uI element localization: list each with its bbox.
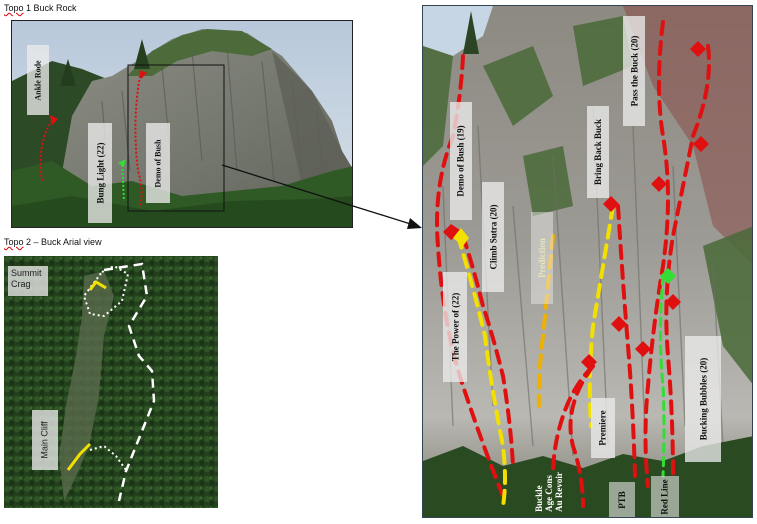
topo1-route-bung [121, 160, 125, 202]
topo1-tree-tall [134, 39, 150, 69]
topo3-photo: Demo of Bush (19) Climb Sutra (20) Predi… [422, 5, 753, 518]
marker-yellow [453, 228, 469, 246]
route-yellow-2 [587, 204, 615, 428]
topo1-tree [60, 59, 76, 86]
topo1-route-demo-arrow [139, 70, 147, 79]
topo2-aerial: Summit Crag Main Cliff [4, 256, 218, 508]
topo2-title-rest: 2 – Buck Arial view [23, 237, 102, 247]
topo3-label-premiere: Premiere [591, 398, 615, 458]
route-pass-the-buck [643, 20, 670, 488]
topo1-zoom-box [127, 64, 225, 212]
marker-red [693, 136, 709, 152]
topo1-title-rest: 1 Buck Rock [23, 3, 77, 13]
topo2-cliff-yellow [66, 442, 92, 471]
route-premiere [551, 364, 595, 478]
topo1-title: Topo 1 Buck Rock [4, 3, 77, 13]
topo3-red-face [623, 6, 752, 265]
topo1-route-ankle [39, 120, 53, 182]
route-green [659, 274, 666, 478]
topo3-label-faded: Prediction [531, 212, 553, 304]
topo2-summit-loop [82, 264, 130, 318]
marker-red [665, 294, 681, 310]
marker-red [690, 41, 706, 57]
topo3-label-red-line: Red Line [651, 476, 679, 517]
topo1-label-bung-light: Bung Light (22) [88, 123, 112, 223]
topo2-title: Topo 2 – Buck Arial view [4, 237, 102, 247]
route-red-line [664, 44, 711, 478]
topo1-label-demo: Demo of Bush [146, 123, 170, 203]
topo3-pine [463, 11, 479, 54]
topo2-scene [4, 256, 218, 508]
topo2-white-path [103, 262, 156, 502]
marker-red [443, 224, 463, 240]
marker-red [611, 316, 627, 332]
topo3-sky [423, 6, 493, 56]
topo1-photo: Ankle Rode Bung Light (22) Demo of Bush [11, 20, 353, 228]
topo2-label-summit-crag: Summit Crag [8, 266, 48, 296]
topo3-label-bucking-bubbles: Bucking Bubbles (20) [685, 336, 721, 462]
topo1-route-bung-arrow [118, 159, 126, 167]
topo3-label-pass-the-buck: Pass the Buck (20) [623, 16, 645, 126]
route-orange [536, 234, 555, 408]
topo1-route-demo [134, 75, 143, 207]
marker-red [635, 341, 651, 357]
topo2-title-word: Topo [4, 237, 24, 247]
topo2-summit-yellow [88, 280, 107, 291]
topo3-label-ptb: PTB [609, 482, 635, 517]
marker-green [660, 268, 676, 284]
topo3-label-climb-sutra: Climb Sutra (20) [482, 182, 504, 292]
connector-arrowhead [407, 218, 422, 229]
topo3-label-buckle-age: Buckle Age Cons Au Revoir [534, 472, 564, 512]
topo3-label-bring-back-buck: Bring Back Buck [587, 106, 609, 198]
topo1-scene [12, 21, 352, 227]
route-yellow [456, 234, 507, 508]
topo3-markers [443, 41, 709, 370]
topo2-ridge [59, 271, 114, 501]
route-demo-of-bush [461, 234, 515, 468]
topo3-label-demo-of-bush: Demo of Bush (19) [450, 102, 472, 220]
topo1-top-vegetation [127, 29, 272, 76]
topo1-title-word: Topo [4, 3, 24, 13]
topo3-label-the-power-of: The Power of (22) [443, 272, 467, 382]
topo1-route-ankle-arrow [50, 115, 58, 125]
marker-red [603, 196, 619, 212]
marker-red [651, 176, 667, 192]
topo1-label-ankle: Ankle Rode [27, 45, 49, 115]
route-bring-back-buck [616, 204, 637, 478]
route-buckle [568, 364, 595, 508]
topo2-label-main-cliff: Main Cliff [32, 410, 58, 470]
topo3-vegetation [423, 16, 752, 384]
marker-red [581, 354, 597, 370]
